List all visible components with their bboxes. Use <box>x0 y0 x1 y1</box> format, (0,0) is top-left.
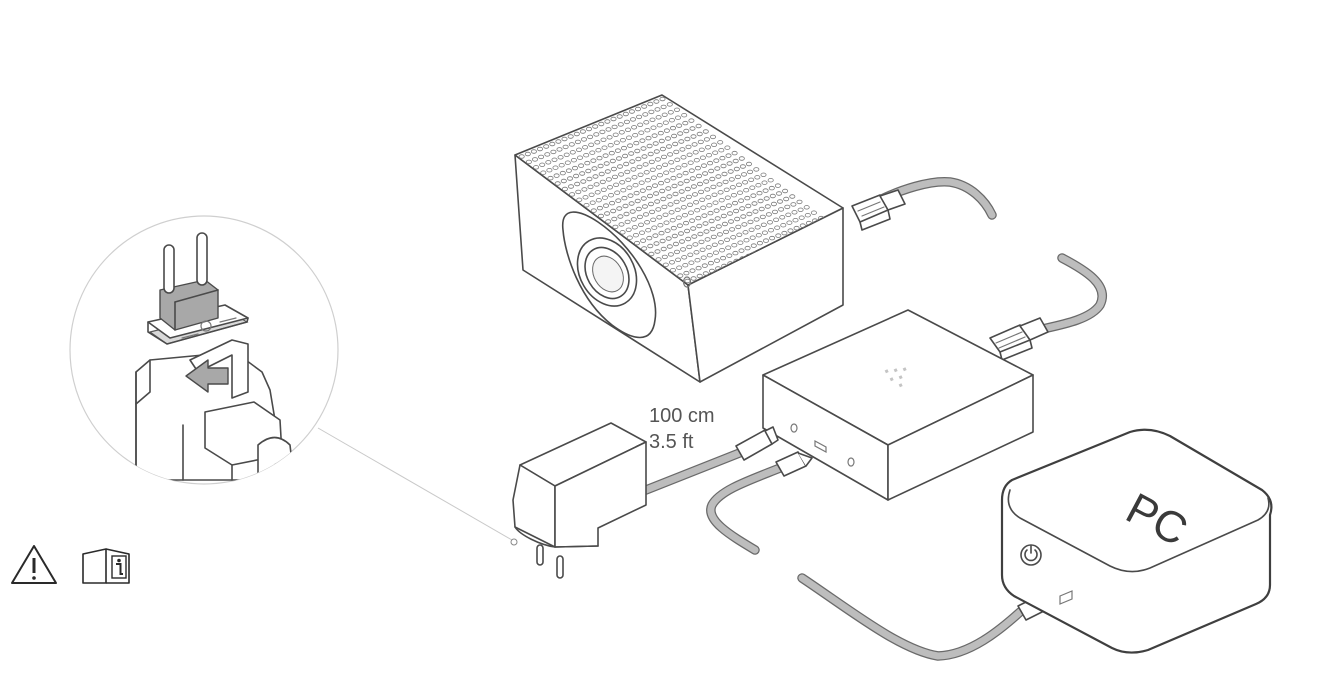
power-adapter <box>513 423 646 578</box>
usb-c-cable <box>711 452 812 550</box>
callout-leader-line <box>318 428 512 540</box>
warning-triangle-icon <box>12 546 56 583</box>
plug-detail-callout <box>70 216 517 545</box>
ethernet-cable-hub <box>990 258 1102 360</box>
manual-info-icon <box>83 549 129 583</box>
rj45-connector-icon <box>990 318 1048 360</box>
ethernet-cable-speaker <box>852 182 992 230</box>
cable-length-metric: 100 cm <box>649 405 715 427</box>
pc-power-button-icon <box>1021 545 1041 565</box>
pc-device: PC <box>1002 430 1271 653</box>
speaker-device <box>515 95 843 382</box>
cable-length-imperial: 3.5 ft <box>649 431 694 453</box>
rj45-connector-icon <box>852 190 905 230</box>
